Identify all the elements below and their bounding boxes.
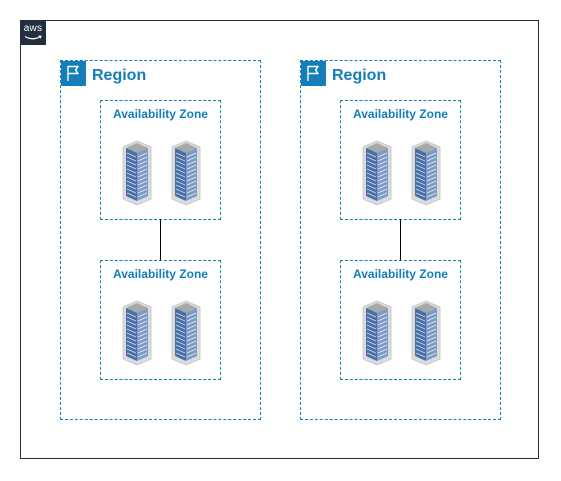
region-group: Region bbox=[300, 60, 501, 420]
availability-zone-label: Availability Zone bbox=[353, 267, 448, 281]
server-rack-icon bbox=[120, 299, 154, 367]
flag-icon bbox=[61, 61, 86, 86]
availability-zone: Availability Zone bbox=[100, 100, 221, 220]
availability-zone: Availability Zone bbox=[340, 100, 461, 220]
availability-zone-label: Availability Zone bbox=[113, 107, 208, 121]
availability-zone-label: Availability Zone bbox=[353, 107, 448, 121]
availability-zone-label: Availability Zone bbox=[113, 267, 208, 281]
server-rack-icon bbox=[169, 299, 203, 367]
region-label: Region bbox=[332, 67, 387, 84]
server-rack-icon bbox=[409, 139, 443, 207]
aws-logo-text: aws bbox=[23, 23, 43, 34]
availability-zone: Availability Zone bbox=[340, 260, 461, 380]
server-rack-icon bbox=[169, 139, 203, 207]
server-rack-icon bbox=[360, 299, 394, 367]
server-rack-icon bbox=[360, 139, 394, 207]
connector-line bbox=[400, 219, 401, 260]
aws-cloud-frame bbox=[20, 20, 539, 459]
aws-logo-icon: aws bbox=[20, 20, 46, 45]
server-rack-icon bbox=[409, 299, 443, 367]
region-group: Region bbox=[60, 60, 261, 420]
server-rack-icon bbox=[120, 139, 154, 207]
availability-zone: Availability Zone bbox=[100, 260, 221, 380]
region-label: Region bbox=[92, 67, 147, 84]
flag-icon bbox=[301, 61, 326, 86]
connector-line bbox=[160, 219, 161, 260]
